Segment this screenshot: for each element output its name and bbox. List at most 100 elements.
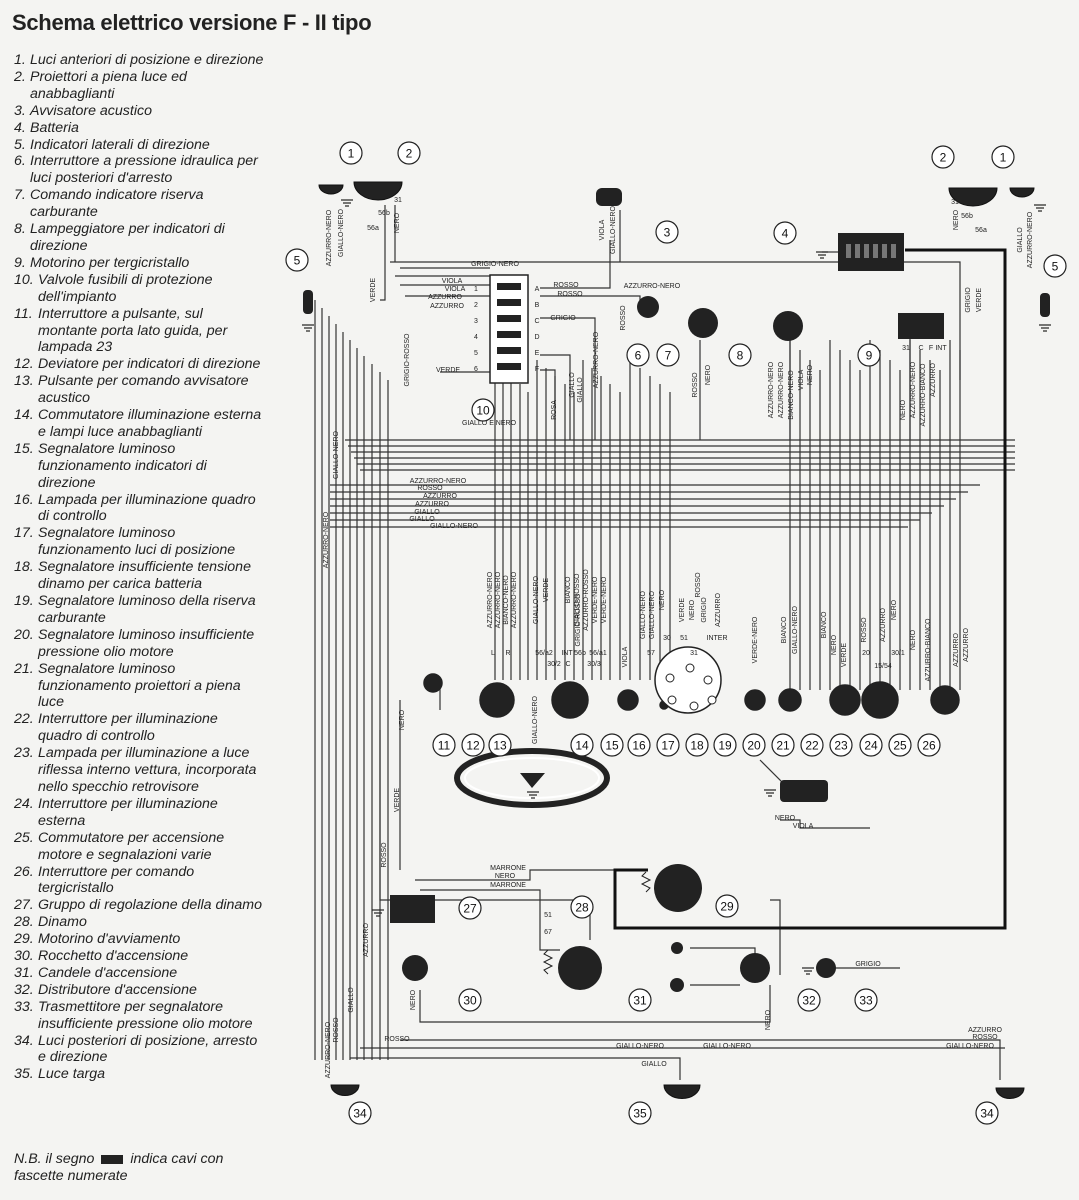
wire-labels-layer: GRIGIO-NEROVIOLAVIOLAAZZURROAZZURROROSSO… [323, 197, 1034, 1078]
legend-item-text: Rocchetto d'accensione [38, 948, 189, 965]
callout-circle [627, 733, 651, 757]
plate-light [663, 1084, 701, 1099]
warning-lamp [744, 689, 766, 711]
callout-number: 31 [633, 994, 647, 1008]
callout-circle [857, 343, 881, 367]
terminal-label: 31 [690, 650, 698, 657]
ground-icon [302, 324, 314, 332]
legend-item-number: 6. [14, 153, 26, 170]
wire-label: ROSSO [557, 291, 583, 298]
callout-number: 11 [438, 739, 451, 753]
legend-item: 26.Interruttore per comando tergicristal… [14, 864, 264, 898]
wire-label: NERO [891, 599, 898, 620]
wire-label: VERDE [394, 788, 401, 812]
wire-label: ROSA [551, 400, 558, 420]
wire-label: NERO [807, 364, 814, 385]
wire-label: GIALLO [641, 1061, 667, 1068]
wire-label: NERO [900, 399, 907, 420]
legend-item-number: 3. [14, 102, 26, 119]
wire-label: VERDE-NERO [601, 576, 608, 623]
wire-label: NERO [775, 815, 796, 822]
terminal-label: L [491, 650, 495, 657]
page-title: Schema elettrico versione F - II tipo [12, 10, 372, 35]
wire-label: GIALLO-NERO [333, 431, 340, 479]
callout-circle [600, 733, 624, 757]
callout-circle [773, 221, 797, 245]
wire-label: VERDE-NERO [752, 616, 759, 663]
battery-cell [846, 244, 851, 258]
legend-item: 6.Interruttore a pressione idraulica per… [14, 153, 264, 187]
wire-label: AZZURRO-BIANCO [925, 618, 932, 682]
callout-number: 21 [776, 739, 790, 753]
dynamo-regulator [390, 895, 435, 923]
callout-circle [728, 343, 752, 367]
callout-circle [854, 988, 878, 1012]
wire-label: GIALLO [1017, 227, 1024, 253]
indicator-lamp [617, 689, 639, 711]
note-text-after: indica cavi con fascette numerate [14, 1151, 224, 1184]
callout-number: 32 [802, 994, 816, 1008]
legend-item-text: Lampada per illuminazione a luce rifless… [38, 745, 257, 795]
wire-label: GIALLO [577, 377, 584, 403]
legend-item: 4.Batteria [14, 120, 264, 137]
terminal-label: C [534, 318, 539, 325]
battery-cell [873, 244, 878, 258]
legend-item-number: 9. [14, 254, 26, 271]
terminal-label: 30 [663, 635, 671, 642]
legend-item-text: Segnalatore luminoso funzionamento luci … [38, 525, 236, 559]
legend-item-text: Comando indicatore riserva carburante [30, 187, 204, 221]
callout-number: 1 [348, 147, 355, 161]
callout-number: 12 [466, 739, 480, 753]
cluster-warning-light [707, 695, 717, 705]
cluster-warning-light [703, 675, 713, 685]
wire-label: GIALLO-NERO [649, 591, 656, 639]
callout-number: 19 [718, 739, 732, 753]
terminal-label: 56b [961, 213, 973, 220]
wire-label: AZZURRO-NERO [768, 361, 775, 418]
terminal-label: 31 [951, 199, 959, 206]
legend-item: 31.Candele d'accensione [14, 965, 264, 982]
wire [540, 317, 596, 440]
wire-label: AZZURRO-NERO [593, 331, 600, 388]
wire-label: NERO [765, 1009, 772, 1030]
callout-circle [888, 733, 912, 757]
callout-circle [656, 733, 680, 757]
legend-item-number: 4. [14, 119, 26, 136]
legend-item: 20.Segnalatore luminoso insufficiente pr… [14, 627, 264, 661]
terminal-label: 51 [680, 635, 688, 642]
wire-label: GIALLO [409, 516, 435, 523]
legend-item-number: 14. [14, 407, 34, 424]
wire-label: GRIGIO [550, 315, 576, 322]
callout-number: 28 [575, 901, 589, 915]
callout-number: 22 [805, 739, 819, 753]
legend-item: 21.Segnalatore luminoso funzionamento pr… [14, 661, 264, 712]
fuse [497, 299, 521, 306]
callout-number: 35 [633, 1107, 647, 1121]
legend-item-text: Gruppo di regolazione della dinamo [38, 897, 262, 914]
wire-label: GIALLO [414, 509, 440, 516]
callout-circle [715, 894, 739, 918]
terminal-label: 31 [902, 345, 910, 352]
fuse [497, 363, 521, 370]
wire-label: VERDE [543, 578, 550, 602]
legend-item-text: Motorino per tergicristallo [30, 254, 190, 271]
wire-label: GRIGIO-NERO [471, 261, 519, 268]
callout-number: 10 [476, 404, 490, 418]
wire [540, 354, 571, 440]
legend-item-text: Avvisatore acustico [30, 102, 152, 119]
wire-label: GIALLO-NERO [792, 606, 799, 654]
wire-label: BIANCO-NERO [503, 575, 510, 625]
wire-label: NERO [399, 709, 406, 730]
legend-item-number: 16. [14, 491, 34, 508]
fuse [497, 283, 521, 290]
legend-item: 8.Lampeggiatore per indicatori di direzi… [14, 221, 264, 255]
wire [540, 295, 641, 305]
ignition-switch [861, 681, 899, 719]
legend-item: 29.Motorino d'avviamento [14, 931, 264, 948]
callout-number: 24 [864, 739, 878, 753]
flasher-unit [773, 311, 803, 341]
callout-circle [771, 733, 795, 757]
legend-item: 2.Proiettori a piena luce ed anabbaglian… [14, 69, 264, 103]
callout-circle [800, 733, 824, 757]
